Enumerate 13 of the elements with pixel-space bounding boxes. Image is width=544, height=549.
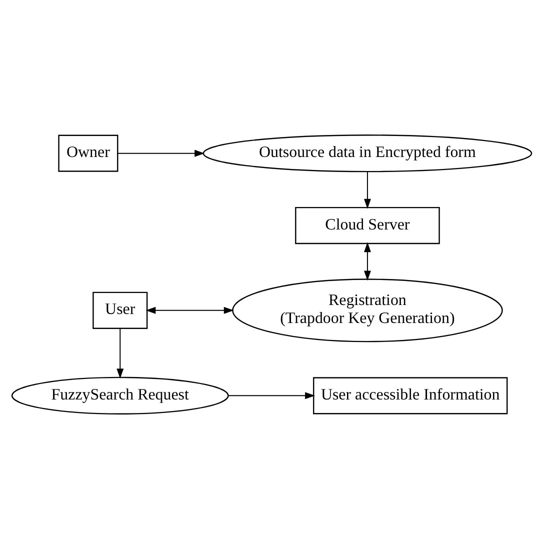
node-box: User <box>92 292 148 329</box>
arrow <box>364 242 371 281</box>
arrow <box>117 150 205 157</box>
arrow <box>228 392 316 400</box>
node-box: User accessible Information <box>313 377 508 414</box>
node-ellipse: Outsource data in Encrypted form <box>202 134 532 172</box>
arrow <box>364 171 371 209</box>
node-ellipse: FuzzySearch Request <box>11 376 229 414</box>
arrow <box>116 328 124 379</box>
node-box: Cloud Server <box>295 206 440 244</box>
node-ellipse: Registration (Trapdoor Key Generation) <box>232 278 503 342</box>
arrow <box>146 306 234 314</box>
node-box: Owner <box>58 134 118 172</box>
